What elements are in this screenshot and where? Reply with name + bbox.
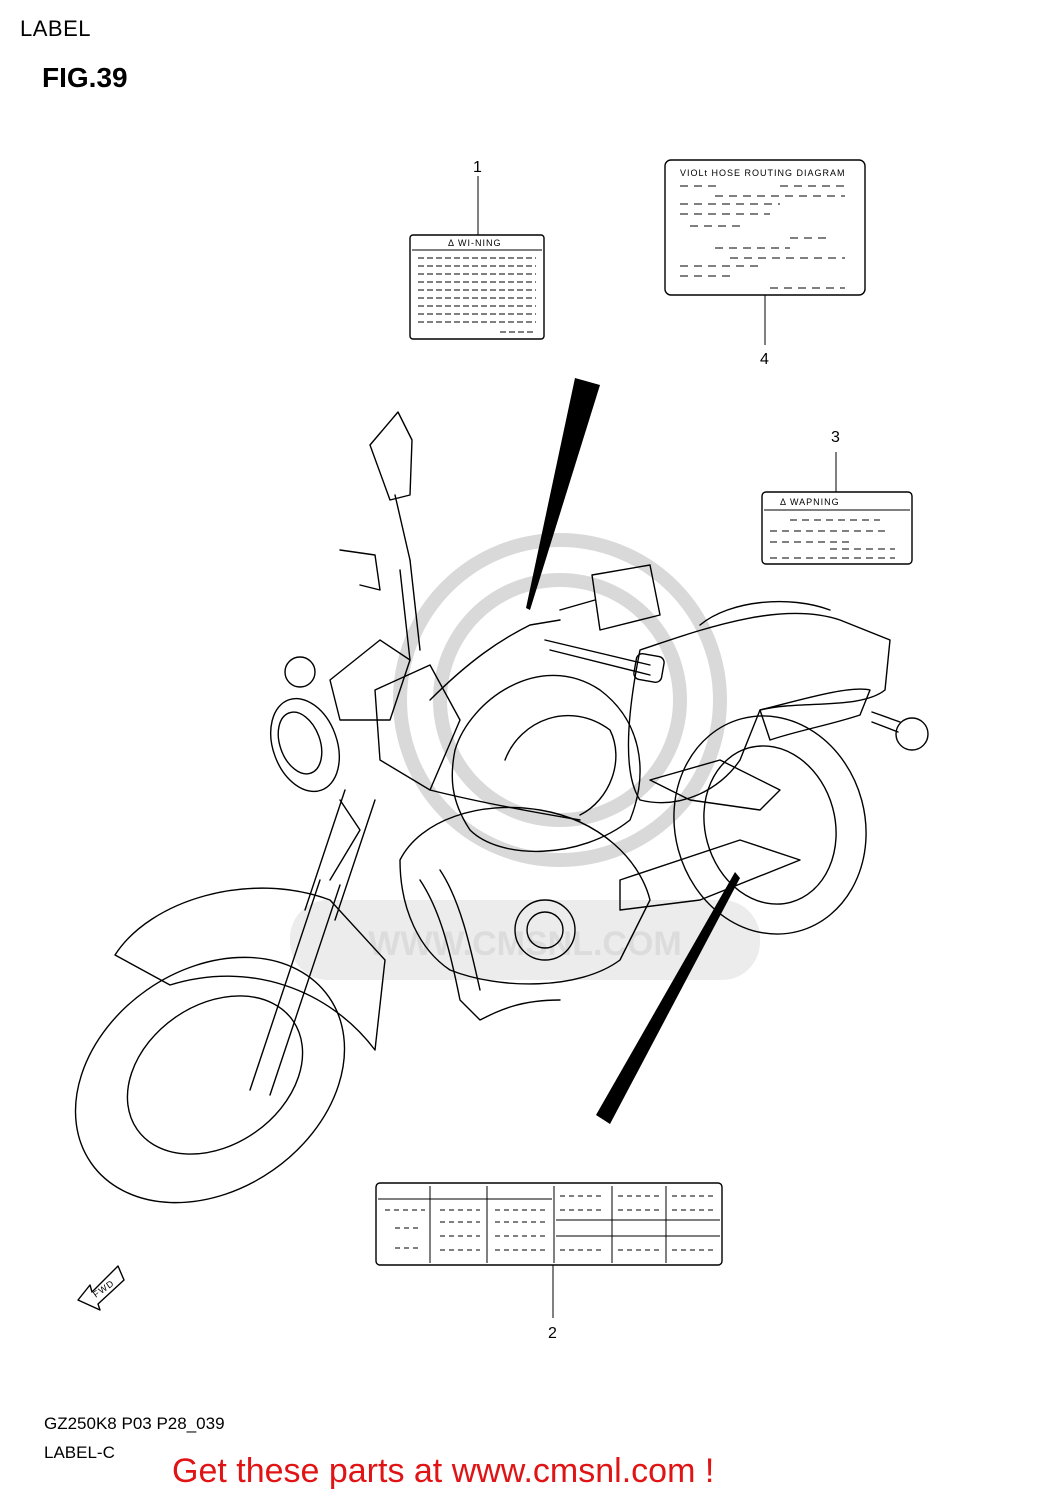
fwd-direction-marker: FWD xyxy=(77,1265,125,1311)
label-1-heading: Δ WI-NING xyxy=(448,238,502,248)
pointer-wedge-lower xyxy=(596,872,740,1124)
motorcycle-illustration xyxy=(74,411,929,1204)
label-3: Δ WAPNING 3 xyxy=(761,429,913,565)
figure-title: FIG.39 xyxy=(42,62,128,93)
pointer-wedge-upper xyxy=(526,378,600,610)
watermark-text: WWW.CMSNL.COM xyxy=(368,925,682,963)
footer-link[interactable]: Get these parts at www.cmsnl.com ! xyxy=(172,1452,715,1490)
label-3-heading: Δ WAPNING xyxy=(780,497,840,507)
section-title: LABEL xyxy=(20,16,91,41)
diagram-code: GZ250K8 P03 P28_039 xyxy=(44,1414,225,1433)
label-2: 2 xyxy=(375,1182,723,1342)
watermark: WWW.CMSNL.COM xyxy=(290,533,760,980)
label-4: VIOLt HOSE ROUTING DIAGRAM 4 xyxy=(664,159,866,368)
callout-2: 2 xyxy=(548,1325,557,1342)
callout-1: 1 xyxy=(473,159,482,176)
callout-3: 3 xyxy=(831,429,840,446)
diagram-subcode: LABEL-C xyxy=(44,1443,115,1462)
label-4-heading: VIOLt HOSE ROUTING DIAGRAM xyxy=(680,168,846,178)
callout-4: 4 xyxy=(760,351,769,368)
label-1: Δ WI-NING 1 xyxy=(409,159,545,340)
